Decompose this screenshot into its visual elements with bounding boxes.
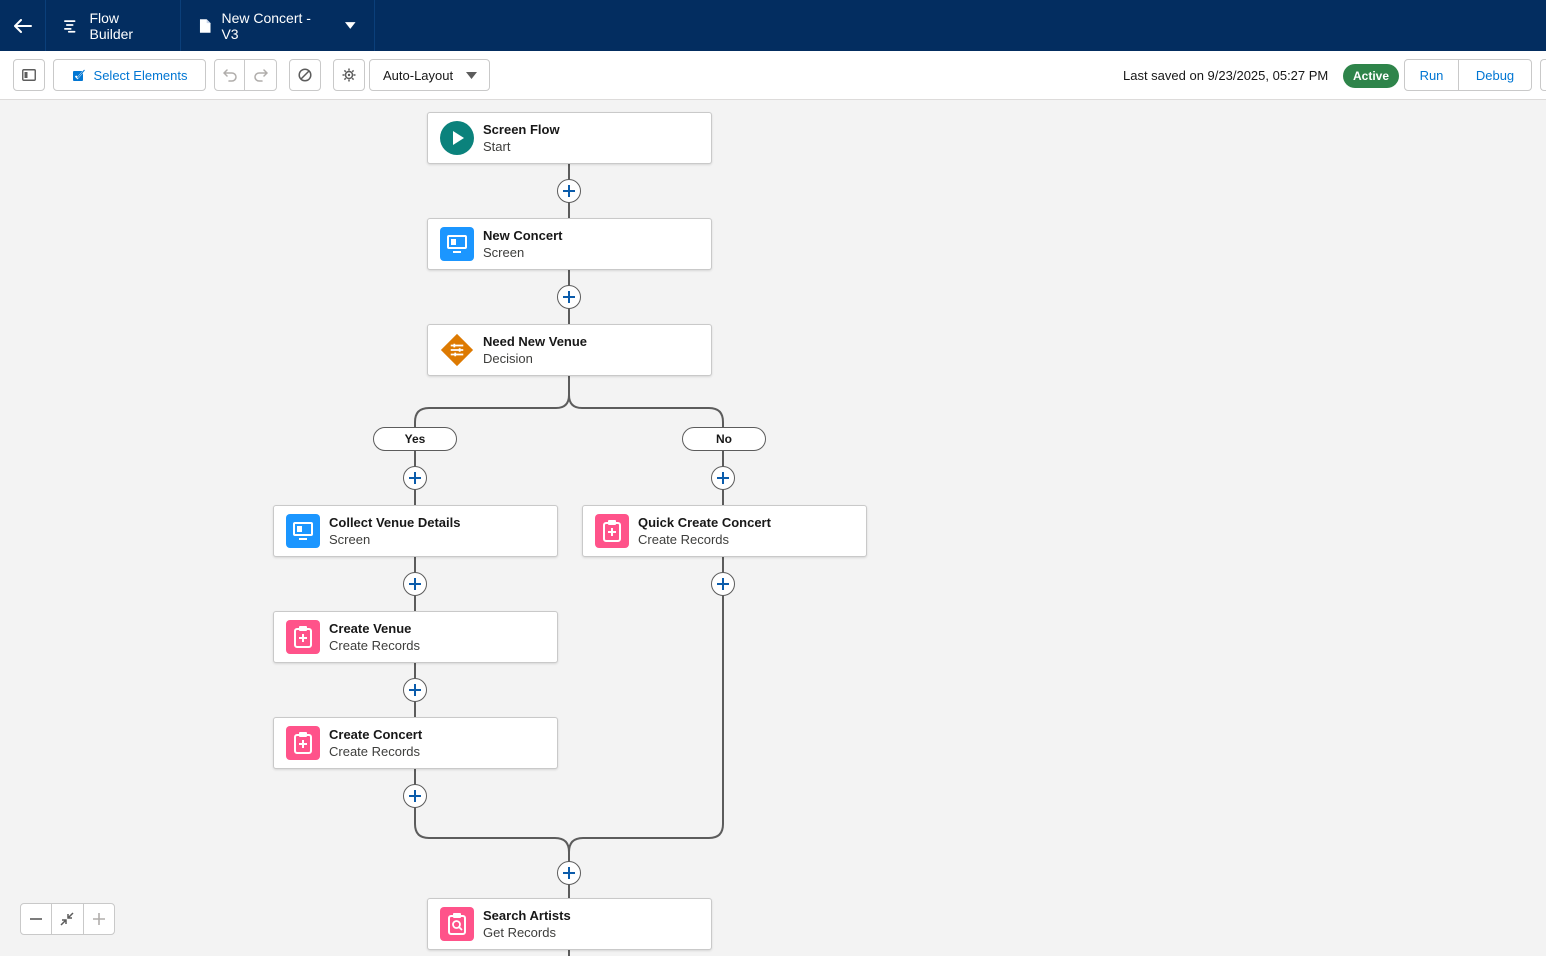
undo-icon [222, 69, 237, 82]
back-button[interactable] [0, 0, 46, 51]
add-element-button[interactable] [557, 861, 581, 885]
flow-node-collect-venue-details[interactable]: Collect Venue Details Screen [273, 505, 558, 557]
node-title: Need New Venue [483, 333, 588, 349]
redo-icon [253, 69, 268, 82]
arrow-left-icon [13, 18, 32, 33]
node-type: Create Records [329, 637, 421, 653]
outcome-label-yes[interactable]: Yes [373, 427, 457, 451]
flow-node-create-concert[interactable]: Create Concert Create Records [273, 717, 558, 769]
add-element-button[interactable] [403, 678, 427, 702]
select-elements-button[interactable]: Select Elements [53, 59, 206, 91]
minus-icon [30, 918, 43, 920]
flow-icon [64, 19, 76, 33]
file-icon [199, 18, 211, 33]
add-element-button[interactable] [403, 572, 427, 596]
play-icon [440, 121, 474, 155]
debug-label: Debug [1475, 67, 1515, 83]
app-name: Flow Builder [89, 9, 134, 42]
get-records-icon [440, 907, 474, 941]
gear-icon [342, 68, 356, 82]
add-element-button[interactable] [403, 466, 427, 490]
node-title: Create Venue [329, 620, 412, 636]
create-records-icon [595, 514, 629, 548]
add-element-button[interactable] [557, 285, 581, 309]
last-saved-text: Last saved on 9/23/2025, 05:27 PM [1123, 68, 1329, 83]
contract-icon [60, 912, 75, 926]
flow-node-search-artists[interactable]: Search Artists Get Records [427, 898, 712, 950]
add-element-button[interactable] [711, 466, 735, 490]
chevron-down-icon [345, 22, 356, 29]
create-records-icon [286, 726, 320, 760]
app-title: Flow Builder [46, 0, 181, 51]
add-element-button[interactable] [557, 179, 581, 203]
run-label: Run [1419, 67, 1444, 83]
run-button[interactable]: Run [1404, 59, 1459, 91]
more-actions-button[interactable] [1540, 59, 1546, 91]
flow-canvas[interactable]: Screen Flow Start New Concert Screen Nee… [0, 100, 1546, 956]
layout-label: Auto-Layout [383, 67, 454, 83]
debug-button[interactable]: Debug [1458, 59, 1532, 91]
select-elements-label: Select Elements [93, 67, 188, 83]
screen-icon [440, 227, 474, 261]
toolbar: Select Elements Auto-Layout Last saved o… [0, 51, 1546, 100]
node-type: Screen [483, 244, 525, 260]
zoom-out-button[interactable] [21, 904, 53, 934]
screen-icon [286, 514, 320, 548]
node-title: New Concert [483, 227, 563, 243]
node-title: Collect Venue Details [329, 514, 461, 530]
outcome-label-no[interactable]: No [682, 427, 766, 451]
chevron-down-icon [466, 71, 477, 79]
node-type: Screen [329, 531, 371, 547]
node-title: Screen Flow [483, 121, 560, 137]
node-title: Search Artists [483, 907, 571, 923]
layout-select[interactable]: Auto-Layout [369, 59, 490, 91]
zoom-in-button[interactable] [84, 904, 114, 934]
top-navigation-bar: Flow Builder New Concert - V3 [0, 0, 1546, 51]
ban-icon [298, 68, 312, 82]
node-type: Get Records [483, 924, 556, 940]
flow-node-start[interactable]: Screen Flow Start [427, 112, 712, 164]
fit-view-button[interactable] [52, 904, 84, 934]
node-type: Create Records [638, 531, 730, 547]
settings-button[interactable] [333, 59, 365, 91]
panel-icon [22, 69, 36, 81]
flow-name: New Concert - V3 [221, 9, 311, 42]
decision-icon [440, 333, 474, 367]
flow-node-create-venue[interactable]: Create Venue Create Records [273, 611, 558, 663]
toggle-panel-button[interactable] [13, 59, 45, 91]
select-checkbox-icon [72, 69, 85, 81]
flow-version-menu[interactable]: New Concert - V3 [181, 0, 375, 51]
flow-node-need-new-venue[interactable]: Need New Venue Decision [427, 324, 712, 376]
node-type: Decision [483, 350, 533, 366]
flow-node-new-concert[interactable]: New Concert Screen [427, 218, 712, 270]
errors-button[interactable] [289, 59, 321, 91]
flow-node-quick-create-concert[interactable]: Quick Create Concert Create Records [582, 505, 867, 557]
node-type: Start [483, 138, 511, 154]
create-records-icon [286, 620, 320, 654]
add-element-button[interactable] [403, 784, 427, 808]
status-badge: Active [1343, 64, 1399, 88]
undo-button[interactable] [214, 59, 245, 91]
node-title: Create Concert [329, 726, 423, 742]
plus-icon [92, 913, 105, 925]
node-title: Quick Create Concert [638, 514, 771, 530]
redo-button[interactable] [244, 59, 277, 91]
node-type: Create Records [329, 743, 421, 759]
add-element-button[interactable] [711, 572, 735, 596]
zoom-controls [20, 903, 115, 935]
